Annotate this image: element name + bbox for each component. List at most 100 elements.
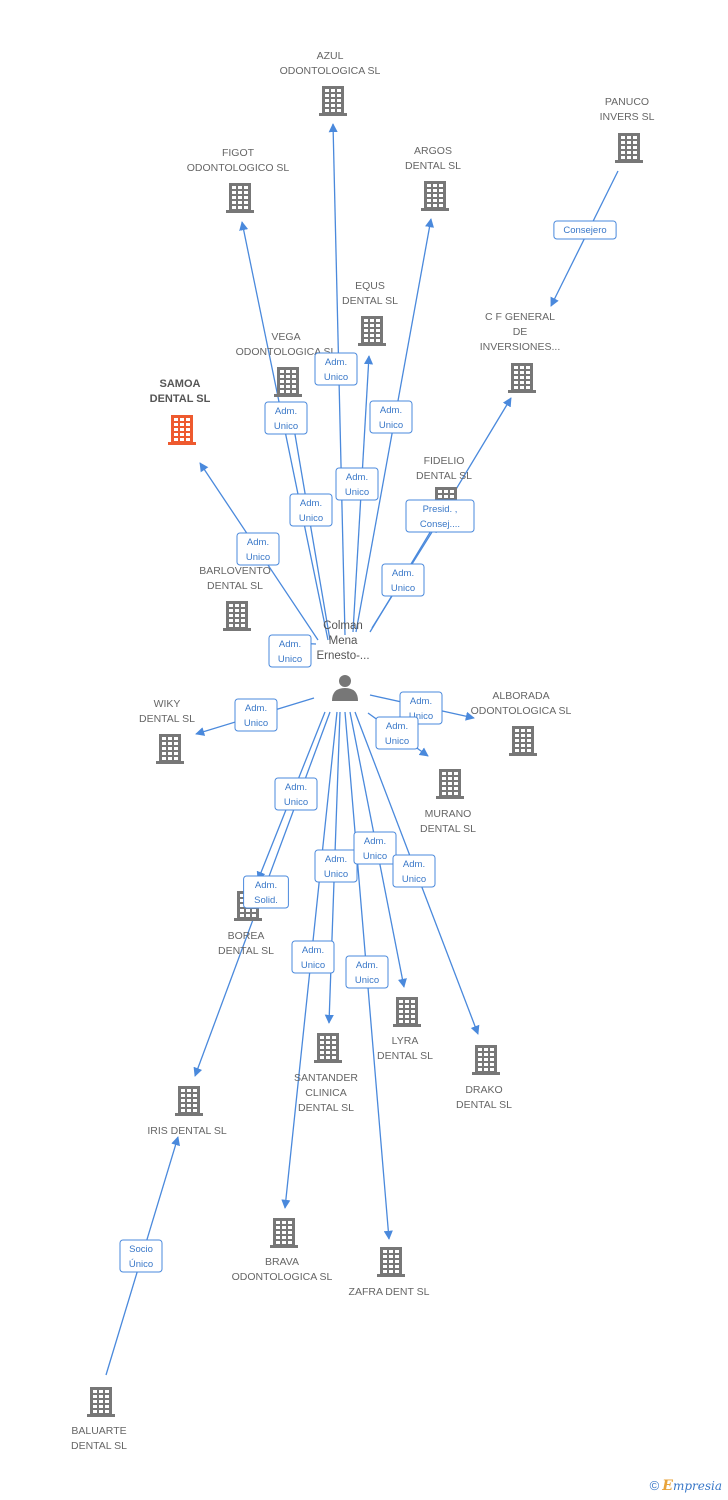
relation-label-r-cf[interactable]: Presid. ,Consej.... [405, 499, 475, 533]
company-label-iris: IRIS DENTAL SL [147, 1125, 227, 1137]
building-icon [156, 734, 184, 764]
relation-text: Adm.Unico [409, 696, 433, 722]
building-icon [223, 601, 251, 631]
relation-text: Adm.Unico [278, 639, 302, 665]
relation-label-r-santander[interactable]: Adm.Unico [314, 849, 358, 883]
building-icon [270, 1218, 298, 1248]
relation-label-r-figot[interactable]: Adm.Unico [264, 401, 308, 435]
building-icon [319, 86, 347, 116]
relation-label-r-borea[interactable]: Adm.Solid. [243, 875, 289, 909]
relation-label-r-equs[interactable]: Adm.Unico [335, 467, 379, 501]
building-icon [615, 133, 643, 163]
building-icon [168, 415, 196, 445]
relation-label-r-wiky[interactable]: Adm.Unico [234, 698, 278, 732]
relation-label-r-iris[interactable]: Adm.Unico [274, 777, 318, 811]
relation-label-r-samoa[interactable]: Adm.Unico [236, 532, 280, 566]
relation-text: Adm.Unico [391, 568, 415, 594]
relation-label-r-vega[interactable]: Adm.Unico [289, 493, 333, 527]
relation-label-r-barlovento[interactable]: Adm.Unico [268, 634, 312, 668]
relation-text: Consejero [563, 225, 606, 236]
company-label-zafra: ZAFRA DENT SL [349, 1286, 430, 1298]
relation-text: Adm.Unico [301, 945, 325, 971]
relation-text: Adm.Unico [299, 498, 323, 524]
brand-footer: ©Empresia [650, 1478, 722, 1494]
relation-text: Adm.Unico [345, 472, 369, 498]
relation-label-r-zafra[interactable]: Adm.Unico [345, 955, 389, 989]
building-icon [472, 1045, 500, 1075]
building-icon [314, 1033, 342, 1063]
relation-label-r-panuco-cf[interactable]: Consejero [553, 220, 617, 240]
relation-label-r-brava[interactable]: Adm.Unico [291, 940, 335, 974]
relation-text: Adm.Solid. [254, 880, 278, 906]
relation-text: Adm.Unico [324, 357, 348, 383]
relation-label-r-murano[interactable]: Adm.Unico [375, 716, 419, 750]
brand-logo: Empresia [662, 1478, 722, 1494]
building-icon [87, 1387, 115, 1417]
company-node-zafra[interactable]: ZAFRA DENT SL [349, 1247, 430, 1298]
company-node-iris[interactable]: IRIS DENTAL SL [147, 1086, 227, 1137]
relation-text: Adm.Unico [402, 859, 426, 885]
relation-text: Adm.Unico [284, 782, 308, 808]
relation-label-r-azul[interactable]: Adm.Unico [314, 352, 358, 386]
relation-text: Adm.Unico [246, 537, 270, 563]
building-icon [175, 1086, 203, 1116]
relation-text: Adm.Unico [274, 406, 298, 432]
relation-label-r-alborada[interactable]: Adm.Unico [399, 691, 443, 725]
building-icon [509, 726, 537, 756]
relation-text: Adm.Unico [244, 703, 268, 729]
building-icon [436, 769, 464, 799]
relation-text: Adm.Unico [324, 854, 348, 880]
building-icon [358, 316, 386, 346]
relation-label-r-drako[interactable]: Adm.Unico [392, 854, 436, 888]
relation-label-r-fidelio[interactable]: Adm.Unico [381, 563, 425, 597]
building-icon [508, 363, 536, 393]
relation-label-r-argos[interactable]: Adm.Unico [369, 400, 413, 434]
building-icon [377, 1247, 405, 1277]
person-icon [332, 675, 358, 701]
relation-label-r-lyra[interactable]: Adm.Unico [353, 831, 397, 865]
building-icon [274, 367, 302, 397]
relation-text: Adm.Unico [355, 960, 379, 986]
building-icon [421, 181, 449, 211]
relation-text: Adm.Unico [379, 405, 403, 431]
